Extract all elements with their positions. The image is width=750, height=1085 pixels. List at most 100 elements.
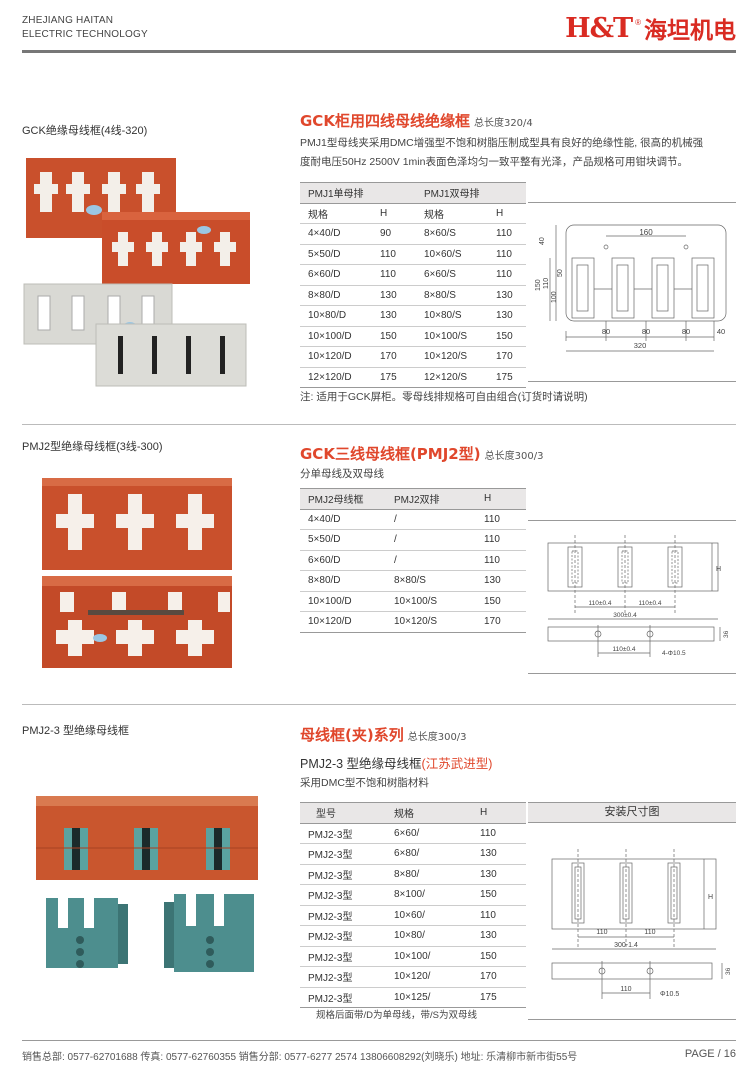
- section3-dimension-drawing: H 110 110 300-1.4 36 110 Φ10.5: [528, 823, 736, 1020]
- table-cell: 5×50/D: [300, 529, 386, 551]
- section1-title: GCK柜用四线母线绝缘框总长度320/4: [300, 110, 533, 131]
- dim-bottom-2: 80: [642, 327, 650, 336]
- dim-hole-span: 110: [620, 986, 631, 993]
- table-cell: 10×60/: [386, 905, 472, 926]
- section3-model-title: PMJ2-3 型绝缘母线框(江苏武进型): [300, 753, 492, 772]
- table-cell: 10×100/D: [300, 326, 372, 347]
- section3-column-header-row: 型号 规格 H: [300, 802, 526, 824]
- table-cell: 10×80/: [386, 925, 472, 947]
- table-cell: 10×100/S: [416, 326, 488, 347]
- table-cell: 12×120/D: [300, 367, 372, 388]
- dim-bottom-4: 40: [717, 327, 725, 336]
- page-number: PAGE / 16: [684, 1048, 736, 1060]
- section2-title: GCK三线母线框(PMJ2型)总长度300/3: [300, 443, 543, 464]
- dim-side: 36: [725, 967, 732, 975]
- table-cell: 10×60/S: [416, 244, 488, 265]
- table-cell: PMJ2-3型: [300, 864, 386, 885]
- dim-bottom-1: 80: [602, 327, 610, 336]
- column-header: PMJ2双排: [386, 488, 476, 510]
- orange-frame-back: [26, 158, 176, 238]
- install-drawing-header: 安装尺寸图: [528, 802, 736, 823]
- table-cell: 8×80/D: [300, 570, 386, 592]
- section3-footnote: 规格后面带/D为单母线，带/S为双母线: [316, 1010, 477, 1021]
- table-cell: 12×120/S: [416, 367, 488, 388]
- section1-group-double: PMJ1双母排: [416, 182, 526, 204]
- table-cell: 10×125/: [386, 987, 472, 1008]
- column-header: H: [472, 802, 526, 824]
- section3-model-name: PMJ2-3 型绝缘母线框: [300, 757, 422, 771]
- section1-dimension-drawing: 160 40 150 110 100 50 80 80 80 40 320: [528, 202, 736, 382]
- table-cell: 150: [488, 326, 526, 347]
- dim-left-2: 150: [535, 279, 542, 291]
- table-cell: 110: [476, 529, 526, 551]
- section3-title-text: 母线框(夹)系列: [300, 726, 404, 744]
- section2-label: PMJ2型绝缘母线框(3线-300): [22, 441, 163, 453]
- table-cell: PMJ2-3型: [300, 905, 386, 926]
- section1-desc-line2: 度耐电压50Hz 2500V 1min表面色泽均匀一致平整有光泽，产品规格可用钳…: [300, 156, 688, 168]
- section1-title-text: GCK柜用四线母线绝缘框: [300, 112, 470, 130]
- teal-clamp-right: [164, 894, 254, 972]
- table-cell: 170: [488, 346, 526, 368]
- dim-holes: 4-Φ10.5: [662, 650, 686, 657]
- table-cell: 6×80/: [386, 843, 472, 865]
- brand-mark: H&T: [565, 12, 633, 44]
- section2-spec-table: PMJ2母线框 PMJ2双排 H 4×40/D/110 5×50/D/110 6…: [300, 488, 526, 633]
- column-header: 规格: [300, 203, 372, 224]
- section2-total-length: 总长度300/3: [484, 451, 544, 462]
- table-cell: 10×80/S: [416, 305, 488, 327]
- table-cell: 175: [488, 367, 526, 388]
- table-cell: 130: [472, 925, 526, 947]
- section3-total-length: 总长度300/3: [407, 732, 467, 743]
- dim-h: H: [716, 566, 721, 573]
- brand-logo: H&T ® 海坦机电: [565, 11, 736, 45]
- table-cell: 8×60/S: [416, 223, 488, 245]
- table-cell: 10×100/D: [300, 591, 386, 612]
- orange-frame-top: [42, 478, 232, 570]
- company-name-line2: ELECTRIC TECHNOLOGY: [22, 29, 148, 40]
- column-header: H: [476, 488, 526, 510]
- dim-top: 160: [639, 228, 653, 237]
- section3-label: PMJ2-3 型绝缘母线框: [22, 725, 129, 737]
- header-divider: [22, 50, 736, 53]
- dim-left-1: 40: [539, 237, 546, 245]
- dim-bottom-3: 80: [682, 327, 690, 336]
- table-cell: PMJ2-3型: [300, 987, 386, 1008]
- section1-group-single: PMJ1单母排: [300, 182, 416, 204]
- table-cell: 110: [476, 550, 526, 571]
- section2-title-text: GCK三线母线框(PMJ2型): [300, 445, 481, 463]
- orange-frame-front: [102, 212, 250, 284]
- table-cell: 110: [488, 264, 526, 286]
- table-cell: 10×120/D: [300, 346, 372, 368]
- section2-subtitle: 分单母线及双母线: [300, 468, 384, 480]
- dim-side: 36: [723, 630, 730, 638]
- section1-description: PMJ1型母线夹采用DMC增强型不饱和树脂压制成型具有良好的绝缘性能, 很高的机…: [300, 134, 740, 172]
- orange-frame-bottom: [42, 576, 232, 668]
- dim-hole-span: 110±0.4: [613, 646, 636, 653]
- dim-total: 300±0.4: [613, 612, 637, 619]
- table-cell: 110: [488, 244, 526, 265]
- table-cell: 10×100/: [386, 946, 472, 967]
- column-header: H: [488, 203, 526, 224]
- footer-contact: 销售总部: 0577-62701688 传真: 0577-62760355 销售…: [22, 1052, 578, 1063]
- brand-chinese-name: 海坦机电: [644, 18, 736, 44]
- grey-frame-front: [95, 323, 247, 387]
- section1-product-photo: [23, 158, 250, 387]
- table-cell: 8×80/S: [416, 285, 488, 306]
- section3-model-origin: (江苏武进型): [421, 757, 493, 771]
- table-cell: 8×80/: [386, 864, 472, 885]
- table-cell: 170: [476, 611, 526, 633]
